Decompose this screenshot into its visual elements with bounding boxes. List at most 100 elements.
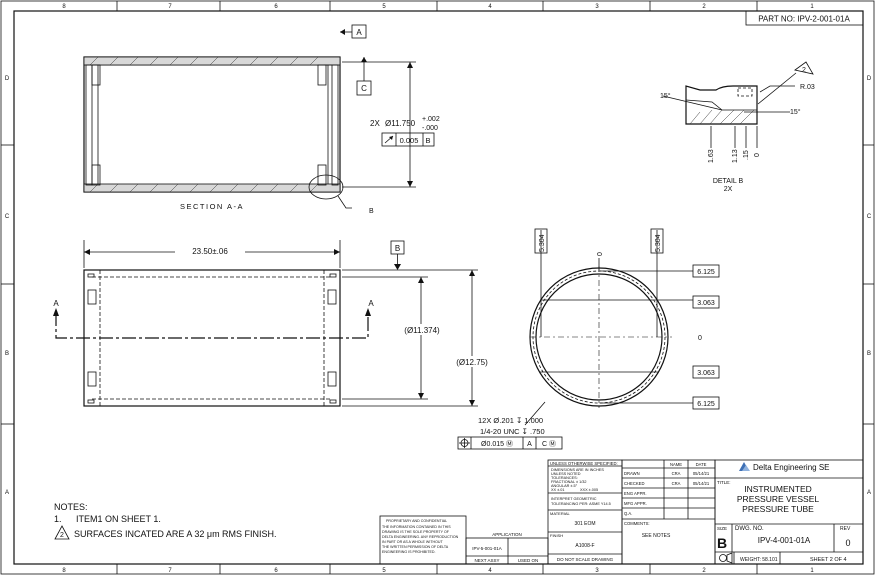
detail-dim-1: 1.63 xyxy=(708,149,715,163)
section-line-right: A xyxy=(368,299,374,308)
note-2-flag: 2 xyxy=(60,532,64,539)
detail-dim-3: .15 xyxy=(743,150,750,160)
fcf-position-datum-a: A xyxy=(527,441,532,448)
part-number: PART NO: IPV-2-001-01A xyxy=(758,15,850,24)
datum-b-label: B xyxy=(395,244,400,253)
proprietary-line-3: DRAWING IS THE SOLE PROPERTY OF xyxy=(382,530,450,534)
end-right-3: 0 xyxy=(698,335,702,342)
row-mfg-label: MFG APPR. xyxy=(624,501,647,506)
zone-left-a: A xyxy=(5,490,9,496)
section-title: SECTION A-A xyxy=(180,202,244,211)
zone-bottom-7: 7 xyxy=(168,568,172,574)
unless-line-5: ANGULAR ±.5° xyxy=(551,484,578,488)
title-line-2: PRESSURE VESSEL xyxy=(737,494,819,504)
dia-value: Ø11.750 xyxy=(385,119,416,128)
zone-left-d: D xyxy=(5,76,10,82)
title-line-3: PRESSURE TUBE xyxy=(742,504,814,514)
zone-top-3: 3 xyxy=(595,4,599,10)
row-checked-label: CHECKED xyxy=(624,481,644,486)
projection-symbol-icon xyxy=(719,552,733,564)
zone-bottom-4: 4 xyxy=(488,568,492,574)
hole-callout-1: 12X Ø.201 ↧ 1.000 xyxy=(478,416,543,425)
end-right-5: 6.125 xyxy=(697,401,715,408)
next-assy-label: NEXT ASSY xyxy=(475,558,500,563)
unless-line-2: UNLESS NOTED xyxy=(551,472,581,476)
row-drawn-name: CRA xyxy=(672,471,681,476)
end-right-1: 6.125 xyxy=(697,269,715,276)
detail-angle-right: 15° xyxy=(790,108,801,116)
section-line-left: A xyxy=(53,299,59,308)
detail-dim-4: 0 xyxy=(754,153,761,157)
zone-bottom-5: 5 xyxy=(382,568,386,574)
name-head: NAME xyxy=(670,462,682,467)
datum-c-label: C xyxy=(361,84,367,93)
unless-line-3: TOLERANCES: xyxy=(551,476,578,480)
rev-value: 0 xyxy=(845,538,850,548)
used-on-label: USED ON xyxy=(518,558,539,563)
end-right-2: 3.063 xyxy=(697,300,715,307)
fcf-runout-tol: 0.005 xyxy=(400,136,419,145)
zone-bottom-8: 8 xyxy=(62,568,66,574)
row-eng-label: ENG APPR. xyxy=(624,491,647,496)
inner-dia-dim: (Ø11.374) xyxy=(404,326,440,335)
fcf-position-datum-c: C Ⓜ xyxy=(542,440,556,448)
interpret-1: INTERPRET GEOMETRIC xyxy=(551,497,597,501)
interpret-2: TOLERANCING PER: ASME Y14.5 xyxy=(551,502,611,506)
row-drawn-label: DRAWN xyxy=(624,471,640,476)
part-number-box: PART NO: IPV-2-001-01A xyxy=(745,10,864,26)
unless-line-1: DIMENSIONS ARE IN INCHES xyxy=(551,468,604,472)
end-top-right: 5.304 xyxy=(655,234,662,252)
unless-line-7: XXX ±.005 xyxy=(580,488,598,492)
zone-top-2: 2 xyxy=(702,4,706,10)
do-not-scale: DO NOT SCALE DRAWING xyxy=(557,557,614,562)
next-assy-value: IPV-5-001-01A xyxy=(472,546,502,551)
fcf-position-tol: Ø0.015 Ⓜ xyxy=(481,440,513,448)
fcf-runout-datum: B xyxy=(425,136,430,145)
proprietary-line-6: THE WRITTEN PERMISSION OF DELTA xyxy=(382,545,449,549)
zone-right-d: D xyxy=(867,76,872,82)
dia-prefix: 2X xyxy=(370,119,380,128)
zone-top-6: 6 xyxy=(274,4,278,10)
dwg-label: DWG. NO. xyxy=(735,526,764,532)
zone-bottom-3: 3 xyxy=(595,568,599,574)
zone-right-a: A xyxy=(867,490,871,496)
notes-heading: NOTES: xyxy=(54,502,88,512)
material-label: MATERIAL xyxy=(550,511,570,516)
unless-line-6: XX ±.01 xyxy=(551,488,564,492)
notes-block: NOTES: 1. ITEM1 ON SHEET 1. 2 SURFACES I… xyxy=(54,502,277,540)
zone-bottom-6: 6 xyxy=(274,568,278,574)
zone-top-5: 5 xyxy=(382,4,386,10)
dia-tol-plus: +.002 xyxy=(422,116,440,123)
zone-top-8: 8 xyxy=(62,4,66,10)
finish-label: FINISH xyxy=(550,533,563,538)
note-1-text: ITEM1 ON SHEET 1. xyxy=(76,514,161,524)
size-label: SIZE xyxy=(717,526,727,531)
zone-top-7: 7 xyxy=(168,4,172,10)
title-block: PROPRIETARY AND CONFIDENTIAL THE INFORMA… xyxy=(379,459,864,565)
row-checked-name: CRA xyxy=(672,481,681,486)
comments-value: SEE NOTES xyxy=(642,533,671,539)
zone-left-c: C xyxy=(5,214,10,220)
title-label: TITLE: xyxy=(717,480,731,485)
dia-tol-minus: -.000 xyxy=(422,125,438,132)
end-right-4: 3.063 xyxy=(697,370,715,377)
zone-top-1: 1 xyxy=(810,4,814,10)
sheet-value: SHEET 2 OF 4 xyxy=(810,557,847,563)
date-head: DATE xyxy=(696,462,707,467)
detail-angle-left: 15° xyxy=(660,92,671,100)
unless-line-4: FRACTIONAL ± 1/32 xyxy=(551,480,587,484)
weight-value: WEIGHT: 58.101 xyxy=(740,557,778,563)
detail-radius: R.03 xyxy=(800,84,815,91)
dwg-number: IPV-4-001-01A xyxy=(758,536,811,545)
detail-flag: 2 xyxy=(802,67,806,74)
company-name: Delta Engineering SE xyxy=(753,463,830,472)
detail-view: 15° 15° R.03 2 1.63 1.13 .15 0 DETAIL B … xyxy=(660,61,815,193)
zone-right-b: B xyxy=(867,351,871,357)
zone-left-b: B xyxy=(5,351,9,357)
length-dim: 23.50±.06 xyxy=(192,247,228,256)
zone-bottom-1: 1 xyxy=(810,568,814,574)
end-top-zero: 0 xyxy=(597,252,604,256)
outer-dia-dim: (Ø12.75) xyxy=(456,358,488,367)
